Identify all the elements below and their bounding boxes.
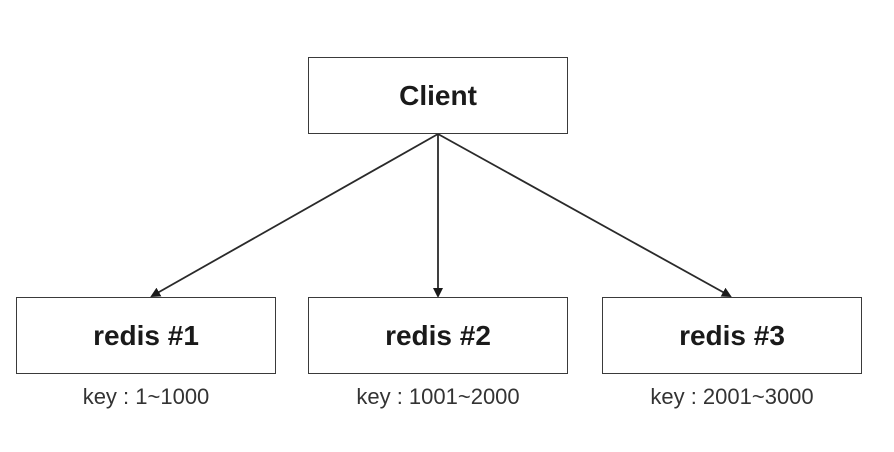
redis-node-2-key-range: key : 1001~2000 — [356, 384, 520, 409]
redis-node-2: redis #2 — [308, 297, 568, 374]
redis-node-3-label: redis #3 — [679, 319, 785, 351]
client-label: Client — [399, 79, 477, 111]
redis-node-2-label: redis #2 — [385, 319, 491, 351]
redis-node-1: redis #1 — [16, 297, 276, 374]
redis-node-1-key-range: key : 1~1000 — [82, 384, 210, 409]
arrow-to-redis-1 — [150, 133, 439, 297]
arrow-to-redis-3 — [437, 133, 732, 297]
redis-node-3: redis #3 — [602, 297, 862, 374]
redis-node-1-label: redis #1 — [93, 319, 199, 351]
redis-node-3-key-range: key : 2001~3000 — [650, 384, 814, 409]
client-node: Client — [308, 57, 568, 134]
